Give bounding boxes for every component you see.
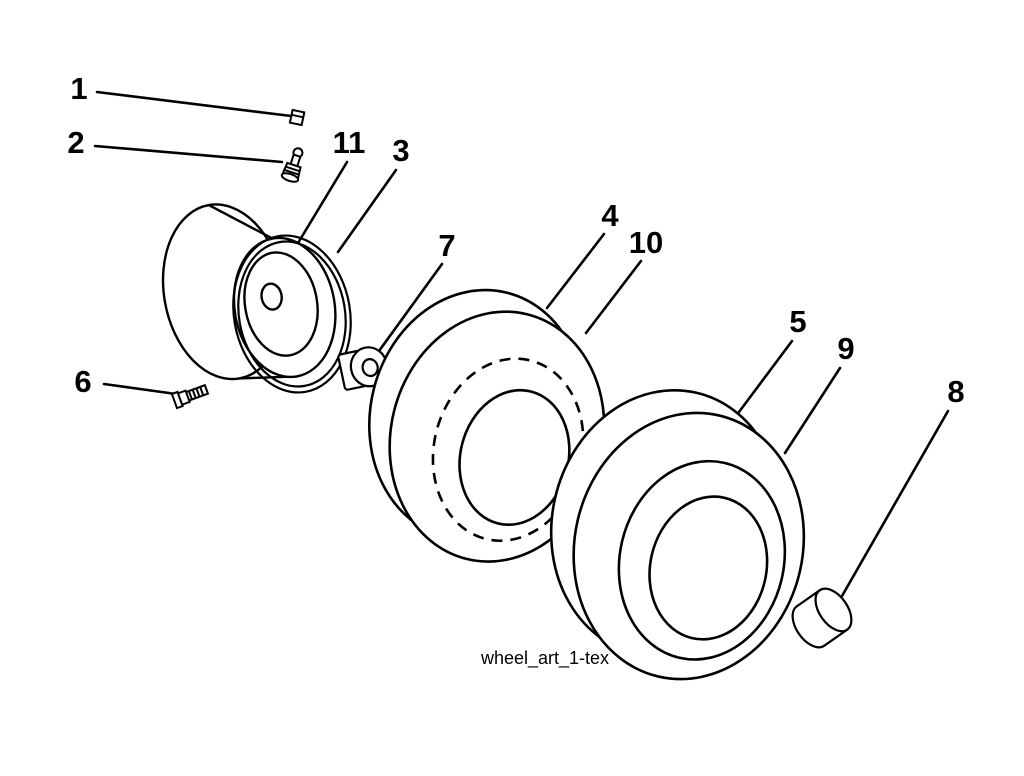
callout-10-leader [584,259,643,335]
callout-label-6: 6 [74,364,91,399]
callout-label-8: 8 [947,374,964,409]
callout-label-5: 5 [789,304,806,339]
valve-stem-part [280,147,304,183]
bolt-part [170,383,210,410]
rear-tire-part [549,388,806,681]
rim-ring-part [232,234,352,394]
front-tire-part [367,288,606,563]
callout-label-10: 10 [629,225,663,260]
callout-7-leader [377,262,444,353]
callout-5-leader [734,339,794,418]
callout-label-11: 11 [333,125,366,160]
callout-label-1: 1 [70,71,87,106]
callout-8-leader [840,409,950,598]
callout-11-leader [293,160,349,250]
callout-label-4: 4 [601,198,619,233]
rear-tire-sidewall-ring [617,459,787,661]
callout-label-2: 2 [67,125,84,160]
wheel-rim-part [161,203,337,381]
callout-label-3: 3 [392,133,409,168]
callout-6-leader [102,382,178,396]
hub-cap-part [791,587,853,649]
callout-label-7: 7 [438,228,455,263]
callout-4-leader [545,232,606,310]
callout-1-leader [95,90,293,118]
leader-lines [93,90,950,598]
callout-3-leader [336,168,398,254]
callout-2-leader [93,144,284,164]
diagram-caption: wheel_art_1-tex [480,648,609,669]
callout-9-leader [783,366,842,455]
callout-label-9: 9 [837,331,854,366]
callout-labels: 1 2 11 3 7 4 10 5 9 8 6 [67,71,964,409]
valve-cap-part [288,108,306,127]
